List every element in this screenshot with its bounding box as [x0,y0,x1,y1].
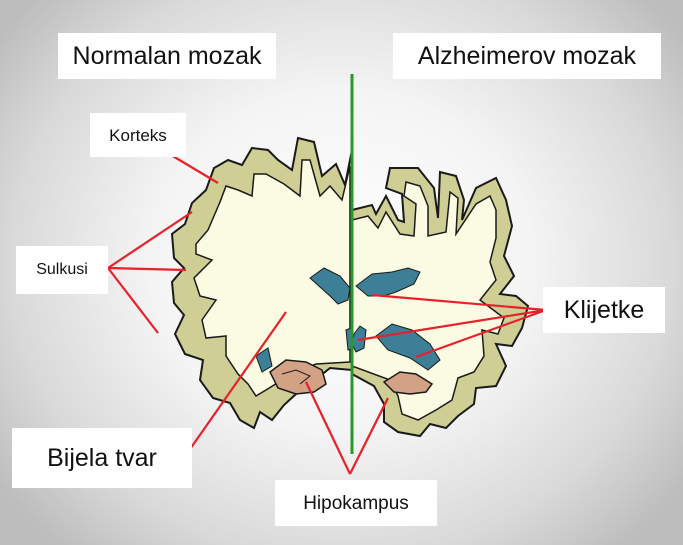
pointer-sulkusi-3 [108,268,158,333]
normal-brain-title: Normalan mozak [58,33,276,79]
alzheimer-brain-title: Alzheimerov mozak [393,33,661,79]
pointer-sulkusi-2 [108,268,186,270]
normal-brain [172,138,356,428]
pointer-hipokampus-1 [306,382,350,474]
pointer-hipokampus-2 [350,398,388,474]
sulci-label: Sulkusi [16,246,108,294]
alzheimer-brain [352,168,528,436]
cortex-label: Korteks [90,113,186,157]
white-matter-label: Bijela tvar [12,428,192,488]
hippocampus-label: Hipokampus [275,480,437,526]
ventricles-label: Klijetke [543,287,665,333]
